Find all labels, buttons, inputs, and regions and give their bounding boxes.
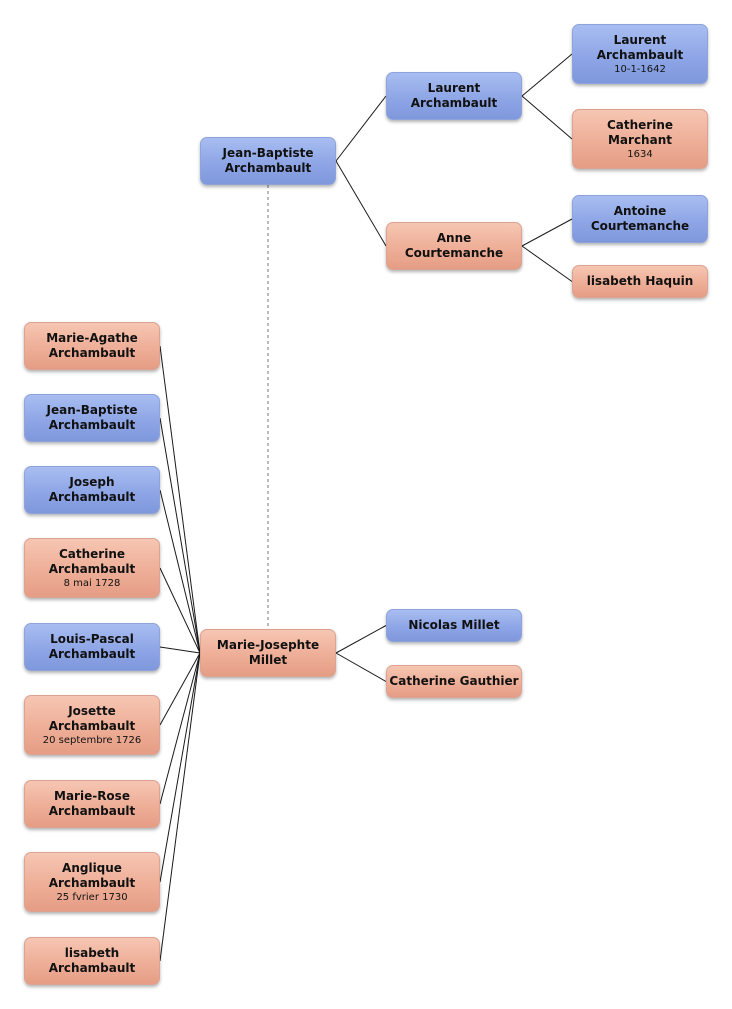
parent-link-line (521, 53, 573, 97)
person-joseph-archambault[interactable]: Joseph Archambault (24, 466, 160, 514)
person-isabeth-archambault[interactable]: lisabeth Archambault (24, 937, 160, 985)
person-name: Catherine Marchant (606, 117, 674, 147)
person-isabeth-haquin[interactable]: lisabeth Haquin (572, 265, 708, 298)
person-name: Laurent Archambault (596, 32, 684, 62)
person-catherine-archambault[interactable]: Catherine Archambault 8 mai 1728 (24, 538, 160, 598)
person-antoine-courtemanche[interactable]: Antoine Courtemanche (572, 195, 708, 243)
person-name: Anglique Archambault (48, 860, 136, 890)
person-nicolas-millet[interactable]: Nicolas Millet (386, 609, 522, 642)
person-name: Marie-Rose Archambault (48, 789, 136, 818)
person-marie-josephte-millet[interactable]: Marie-Josephte Millet (200, 629, 336, 677)
person-marie-rose-archambault[interactable]: Marie-Rose Archambault (24, 780, 160, 828)
person-name: Louis-Pascal Archambault (48, 632, 136, 661)
person-date: 8 mai 1728 (63, 577, 121, 589)
child-link-line (159, 652, 201, 883)
parent-link-line (335, 625, 387, 654)
child-link-line (159, 652, 201, 962)
parent-link-line (521, 218, 573, 247)
person-date: 25 fvrier 1730 (56, 891, 128, 903)
child-link-line (159, 417, 201, 654)
person-name: Marie-Agathe Archambault (46, 331, 138, 360)
parent-link-line (521, 95, 573, 140)
parent-link-line (521, 245, 573, 282)
parent-link-line (335, 160, 387, 247)
person-date: 1634 (627, 148, 653, 160)
person-anglique-archambault[interactable]: Anglique Archambault 25 fvrier 1730 (24, 852, 160, 912)
person-marie-agathe-archambault[interactable]: Marie-Agathe Archambault (24, 322, 160, 370)
person-name: lisabeth Haquin (586, 274, 694, 288)
parent-link-line (335, 652, 387, 682)
person-jean-baptiste-archambault-child[interactable]: Jean-Baptiste Archambault (24, 394, 160, 442)
person-jean-baptiste-archambault-father[interactable]: Jean-Baptiste Archambault (200, 137, 336, 185)
person-date: 10-1-1642 (614, 63, 666, 75)
person-name: Antoine Courtemanche (590, 204, 690, 233)
person-laurent-archambault-senior[interactable]: Laurent Archambault 10-1-1642 (572, 24, 708, 84)
person-name: Jean-Baptiste Archambault (46, 403, 138, 432)
person-anne-courtemanche[interactable]: Anne Courtemanche (386, 222, 522, 270)
person-date: 20 septembre 1726 (42, 734, 142, 746)
person-josette-archambault[interactable]: Josette Archambault 20 septembre 1726 (24, 695, 160, 755)
person-name: lisabeth Archambault (48, 946, 136, 975)
person-laurent-archambault[interactable]: Laurent Archambault (386, 72, 522, 120)
child-link-line (159, 489, 201, 654)
child-link-line (159, 652, 201, 726)
child-link-line (159, 646, 201, 654)
person-name: Anne Courtemanche (404, 231, 504, 260)
child-link-line (159, 652, 201, 805)
person-name: Laurent Archambault (410, 81, 498, 110)
parent-link-line (335, 95, 387, 162)
person-name: Marie-Josephte Millet (216, 638, 320, 667)
person-catherine-gauthier[interactable]: Catherine Gauthier (386, 665, 522, 698)
child-link-line (159, 345, 201, 654)
person-name: Catherine Archambault (48, 546, 136, 576)
person-louis-pascal-archambault[interactable]: Louis-Pascal Archambault (24, 623, 160, 671)
person-catherine-marchant[interactable]: Catherine Marchant 1634 (572, 109, 708, 169)
person-name: Josette Archambault (48, 703, 136, 733)
person-name: Catherine Gauthier (389, 674, 519, 688)
person-name: Jean-Baptiste Archambault (222, 146, 314, 175)
person-name: Nicolas Millet (408, 618, 500, 632)
person-name: Joseph Archambault (48, 475, 136, 504)
child-link-line (159, 567, 201, 654)
